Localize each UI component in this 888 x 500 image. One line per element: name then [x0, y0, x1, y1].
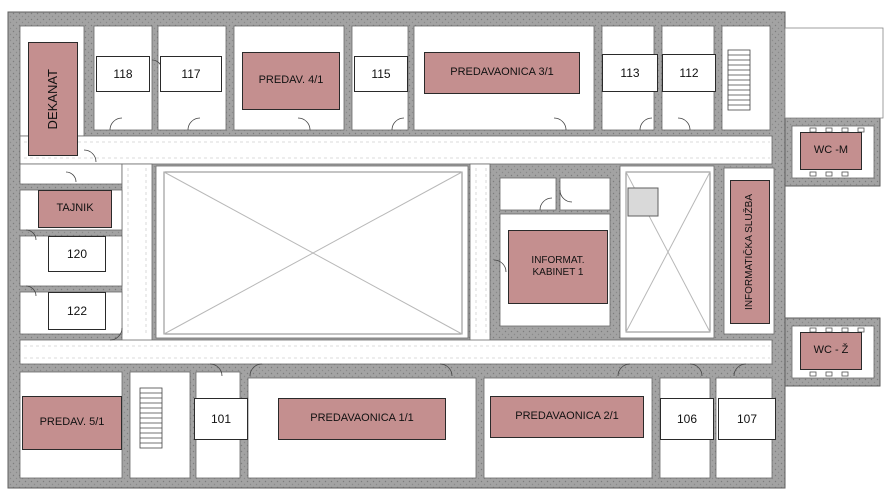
- room-informat-kabinet-1: INFORMAT. KABINET 1: [508, 230, 608, 304]
- room-dekanat-label: DEKANAT: [44, 68, 60, 130]
- room-120: 120: [48, 236, 106, 272]
- room-122: 122: [48, 292, 106, 330]
- annex-outline: [784, 27, 884, 119]
- room-predav-4-1: PREDAV. 4/1: [242, 52, 340, 110]
- room-115: 115: [354, 56, 408, 92]
- room-predav-5-1: PREDAV. 5/1: [22, 396, 122, 450]
- room-113: 113: [602, 54, 658, 92]
- room-dekanat: DEKANAT: [28, 42, 78, 156]
- room-wc-m: WC -M: [800, 132, 862, 170]
- shaft-crosses: [163, 171, 711, 335]
- room-informaticka-sluzba: INFORMATIČKA SLUŽBA: [730, 180, 770, 324]
- door-arcs: [25, 59, 747, 377]
- stairs: [139, 49, 751, 449]
- room-informat-kabinet-line2: KABINET 1: [532, 267, 584, 278]
- room-117: 117: [160, 56, 222, 92]
- room-106: 106: [660, 398, 714, 440]
- room-107: 107: [718, 398, 776, 440]
- room-predavaonica-2-1: PREDAVAONICA 2/1: [490, 396, 644, 438]
- room-predavaonica-1-1: PREDAVAONICA 1/1: [278, 398, 446, 440]
- room-tajnik: TAJNIK: [38, 190, 112, 228]
- room-112: 112: [662, 54, 716, 92]
- room-informat-kabinet-line1: INFORMAT.: [531, 254, 585, 266]
- room-118: 118: [96, 56, 150, 92]
- room-informaticka-sluzba-label: INFORMATIČKA SLUŽBA: [743, 194, 755, 310]
- corridor-markings: [24, 141, 770, 359]
- room-predavaonica-3-1: PREDAVAONICA 3/1: [424, 52, 580, 94]
- room-wc-z: WC - Ž: [800, 332, 862, 370]
- room-101: 101: [194, 398, 248, 440]
